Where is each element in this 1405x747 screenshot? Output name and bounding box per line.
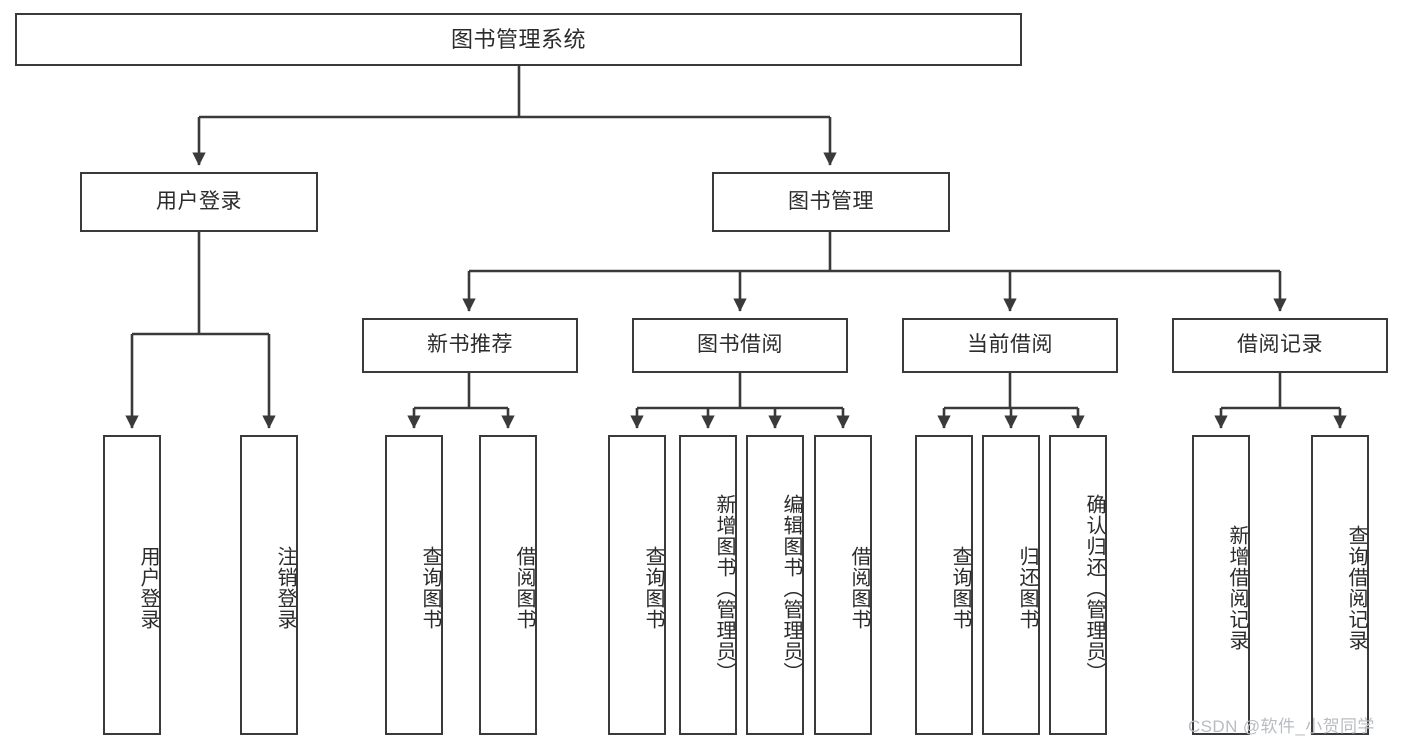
node-leaf-query-book-rec[interactable]: 查询图书 [385,435,443,735]
node-leaf-logout-label: 注销登录 [274,546,296,630]
node-leaf-query-book-br-label: 查询图书 [642,546,664,630]
node-leaf-return-book[interactable]: 归还图书 [982,435,1040,735]
node-leaf-query-borrow-record-label: 查询借阅记录 [1345,525,1367,651]
node-borrow-record-label: 借阅记录 [1237,333,1323,357]
node-leaf-edit-book-admin[interactable]: 编辑图书（管理员） [746,435,804,735]
watermark-text: CSDN @软件_小贺同学 [1188,717,1375,736]
node-user-login-label: 用户登录 [156,189,242,213]
node-leaf-add-borrow-record-label: 新增借阅记录 [1226,525,1248,651]
node-leaf-confirm-return[interactable]: 确认归还（管理员） [1049,435,1107,735]
node-leaf-borrow-book-rec[interactable]: 借阅图书 [479,435,537,735]
node-leaf-query-book-cb[interactable]: 查询图书 [915,435,973,735]
node-new-book-rec[interactable]: 新书推荐 [362,318,578,373]
node-leaf-query-book-br[interactable]: 查询图书 [608,435,666,735]
node-leaf-borrow-book-br-label: 借阅图书 [848,546,870,630]
node-borrow-record[interactable]: 借阅记录 [1172,318,1388,373]
node-leaf-borrow-book-br[interactable]: 借阅图书 [814,435,872,735]
node-leaf-return-book-label: 归还图书 [1016,546,1038,630]
node-leaf-borrow-book-rec-label: 借阅图书 [513,546,535,630]
node-leaf-query-borrow-record[interactable]: 查询借阅记录 [1311,435,1369,735]
node-root-label: 图书管理系统 [450,26,586,52]
node-book-borrow-label: 图书借阅 [697,333,783,357]
node-current-borrow[interactable]: 当前借阅 [902,318,1118,373]
node-leaf-add-borrow-record[interactable]: 新增借阅记录 [1192,435,1250,735]
node-leaf-query-book-rec-label: 查询图书 [419,546,441,630]
node-root[interactable]: 图书管理系统 [15,13,1022,66]
node-leaf-edit-book-admin-label: 编辑图书（管理员） [780,493,802,683]
node-book-manage-label: 图书管理 [788,189,874,213]
node-current-borrow-label: 当前借阅 [967,333,1053,357]
node-new-book-rec-label: 新书推荐 [427,333,513,357]
node-book-borrow[interactable]: 图书借阅 [632,318,848,373]
node-leaf-add-book-admin[interactable]: 新增图书（管理员） [679,435,737,735]
node-book-manage[interactable]: 图书管理 [712,172,950,232]
node-leaf-confirm-return-label: 确认归还（管理员） [1083,493,1105,683]
node-leaf-query-book-cb-label: 查询图书 [949,546,971,630]
node-leaf-add-book-admin-label: 新增图书（管理员） [713,493,735,683]
node-user-login[interactable]: 用户登录 [80,172,318,232]
node-leaf-user-login[interactable]: 用户登录 [103,435,161,735]
node-leaf-user-login-label: 用户登录 [137,546,159,630]
node-leaf-logout[interactable]: 注销登录 [240,435,298,735]
